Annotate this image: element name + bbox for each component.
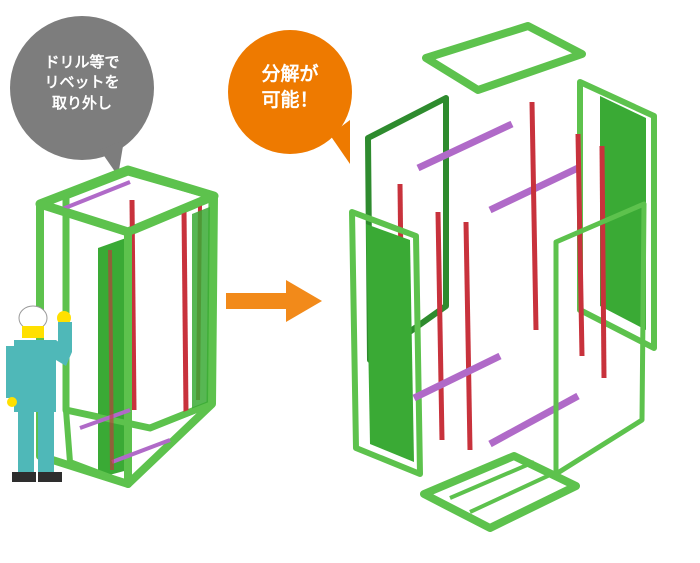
left-bubble-line-3: 取り外し (22, 93, 142, 113)
right-arrow-icon (226, 280, 322, 322)
exploded-rack (352, 26, 654, 528)
worker-figure-icon (6, 306, 72, 482)
right-bubble-line-2: 可能！ (236, 88, 344, 114)
right-bubble-text: 分解が 可能！ (236, 62, 344, 113)
left-bubble-line-1: ドリル等で (22, 52, 142, 72)
right-bubble-line-1: 分解が (236, 62, 344, 88)
left-bubble-text: ドリル等で リベットを 取り外し (22, 52, 142, 113)
left-bubble-line-2: リベットを (22, 72, 142, 92)
